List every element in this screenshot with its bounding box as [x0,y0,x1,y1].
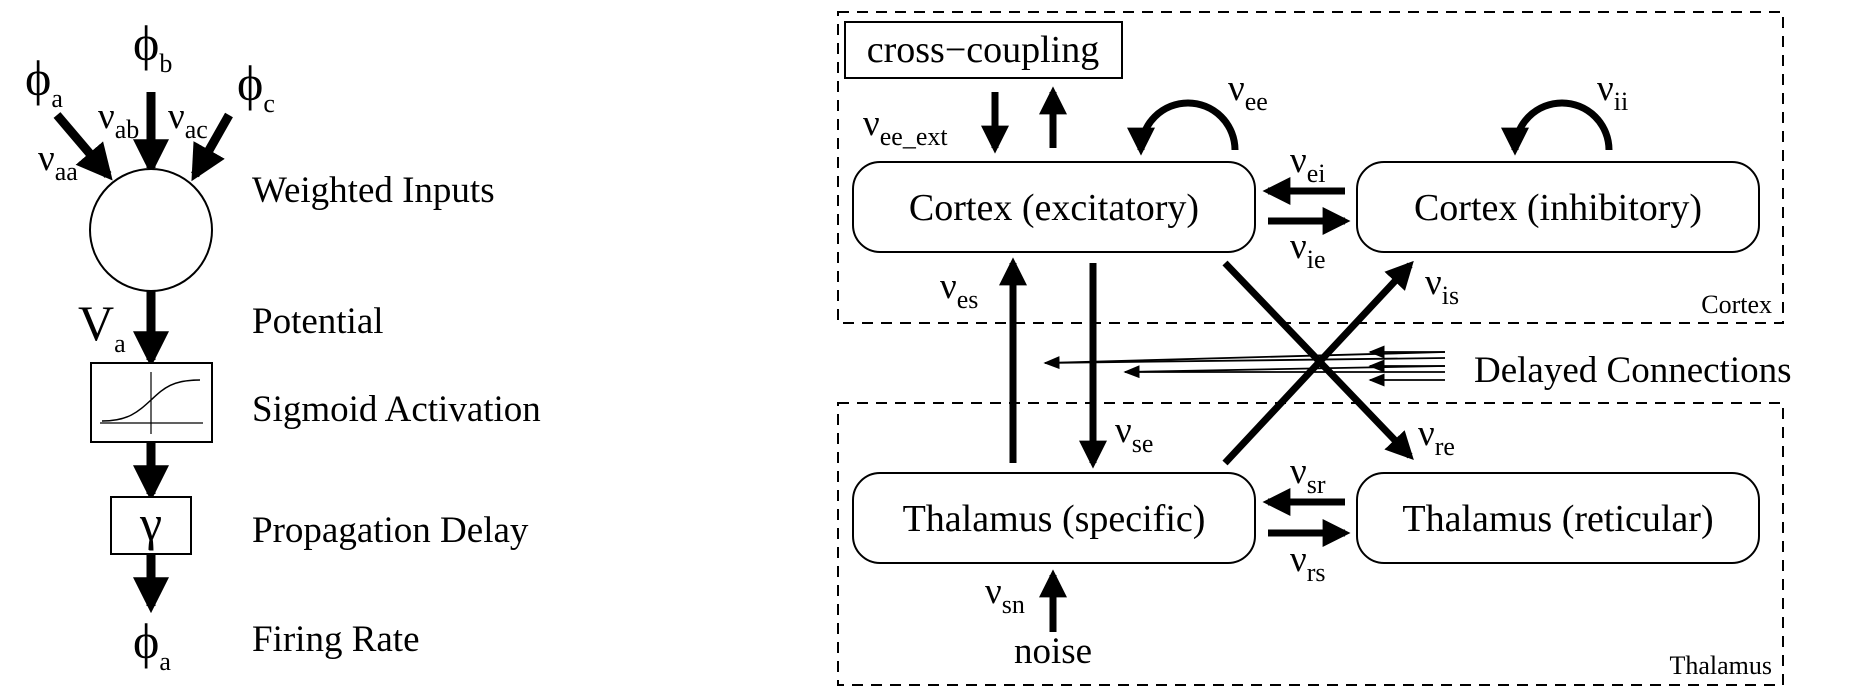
weight-se: νse [1115,410,1153,458]
sigmoid-icon [100,372,203,434]
ee-self-loop [1127,99,1239,156]
label-sigmoid-activation: Sigmoid Activation [252,389,541,430]
input-phi-a: ϕa [25,50,63,113]
weight-es: νes [940,266,978,314]
corticothalamic-network: Cortex Thalamus cross−coupling νee_ext ν… [837,11,1792,686]
weight-ie: νie [1290,226,1326,274]
cross-coupling-label: cross−coupling [867,29,1100,71]
region-label-cortex: Cortex [1701,290,1772,319]
weight-is: νis [1425,262,1459,310]
node-cortex-excitatory [852,161,1256,253]
node-thalamus-specific-label: Thalamus (specific) [903,498,1206,540]
node-thalamus-reticular [1356,472,1760,564]
weight-ac: νac [168,96,208,144]
cross-coupling-box [844,21,1123,79]
cortex-region [837,11,1784,324]
potential-symbol: Va [78,295,126,358]
output-phi-a: ϕa [133,613,171,676]
weight-sn: νsn [985,571,1025,619]
weight-ii: νii [1597,68,1628,116]
node-cortex-excitatory-label: Cortex (excitatory) [909,187,1199,229]
node-thalamus-reticular-label: Thalamus (reticular) [1402,498,1713,540]
input-phi-b: ϕb [133,15,172,78]
weight-aa: νaa [38,138,78,186]
delay-symbol: γ [139,495,162,551]
weight-sr: νsr [1290,451,1326,499]
weight-ab: νab [98,96,139,144]
input-phi-c: ϕc [237,55,275,118]
input-arrow-c [191,112,233,182]
label-propagation-delay: Propagation Delay [252,510,529,551]
weight-ee-ext: νee_ext [863,103,948,151]
label-firing-rate: Firing Rate [252,619,420,660]
label-weighted-inputs: Weighted Inputs [252,170,495,211]
ii-self-loop [1501,99,1613,156]
weight-rs: νrs [1290,539,1326,587]
population-model: ϕa ϕb ϕc νaa νab νac Va γ ϕa Weighted In [25,15,541,676]
node-cortex-inhibitory [1356,161,1760,253]
region-label-thalamus: Thalamus [1669,651,1772,680]
is-arrow [1222,260,1414,466]
node-cortex-inhibitory-label: Cortex (inhibitory) [1414,187,1702,229]
thalamus-region [837,402,1784,686]
input-arrow-a [53,112,113,181]
delayed-connections-label: Delayed Connections [1474,350,1792,391]
weight-ei: νei [1290,140,1326,188]
node-thalamus-specific [852,472,1256,564]
noise-label: noise [1014,631,1092,672]
weight-ee: νee [1228,68,1268,116]
delayed-connection-arrows [1043,345,1446,387]
summing-node [89,168,213,292]
weight-re: νre [1418,413,1455,461]
label-potential: Potential [252,301,384,342]
